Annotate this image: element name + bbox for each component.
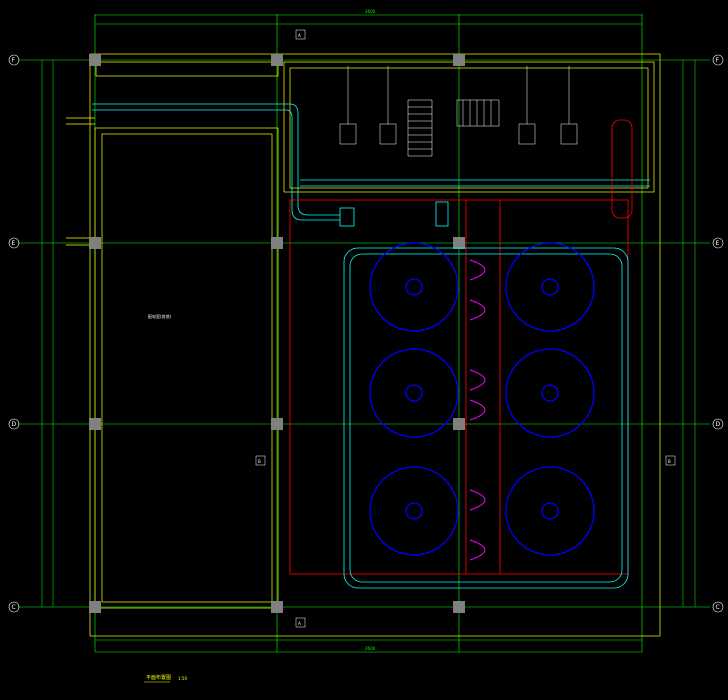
- tank-connectors: [469, 259, 486, 561]
- section-mark-a-bottom: A: [298, 621, 301, 626]
- structural-columns: [89, 54, 465, 613]
- pump-units: [339, 66, 578, 145]
- main-pipes: [92, 103, 650, 227]
- axis-label-f-right: F: [716, 57, 720, 64]
- tank-enclosure: [289, 119, 633, 575]
- perimeter-pipe: [343, 247, 629, 589]
- room-label: 配电室(其他): [148, 313, 172, 319]
- axis-bubbles: [8, 54, 724, 613]
- dimension-lines: [41, 14, 696, 653]
- axis-label-f-left: F: [12, 57, 16, 64]
- axis-label-d-right: D: [716, 421, 721, 428]
- section-mark-a-top: A: [298, 33, 301, 38]
- axis-label-c-left: C: [12, 604, 16, 611]
- drawing-title: 平面布置图: [146, 674, 171, 681]
- axis-label-d-left: D: [12, 421, 17, 428]
- axis-label-e-right: E: [716, 240, 720, 247]
- staircase: [407, 99, 500, 157]
- axis-label-c-right: C: [716, 604, 720, 611]
- top-dimension-text: 2600: [365, 9, 376, 14]
- axis-label-e-left: E: [12, 240, 16, 247]
- bottom-dimension-text: 2600: [365, 646, 376, 651]
- tank-vessels: [369, 242, 595, 556]
- section-mark-b-left: B: [258, 459, 261, 464]
- section-marks: [255, 29, 676, 628]
- section-mark-b-right: B: [668, 459, 671, 464]
- drawing-scale: 1:50: [178, 676, 187, 681]
- building-walls: [66, 53, 661, 637]
